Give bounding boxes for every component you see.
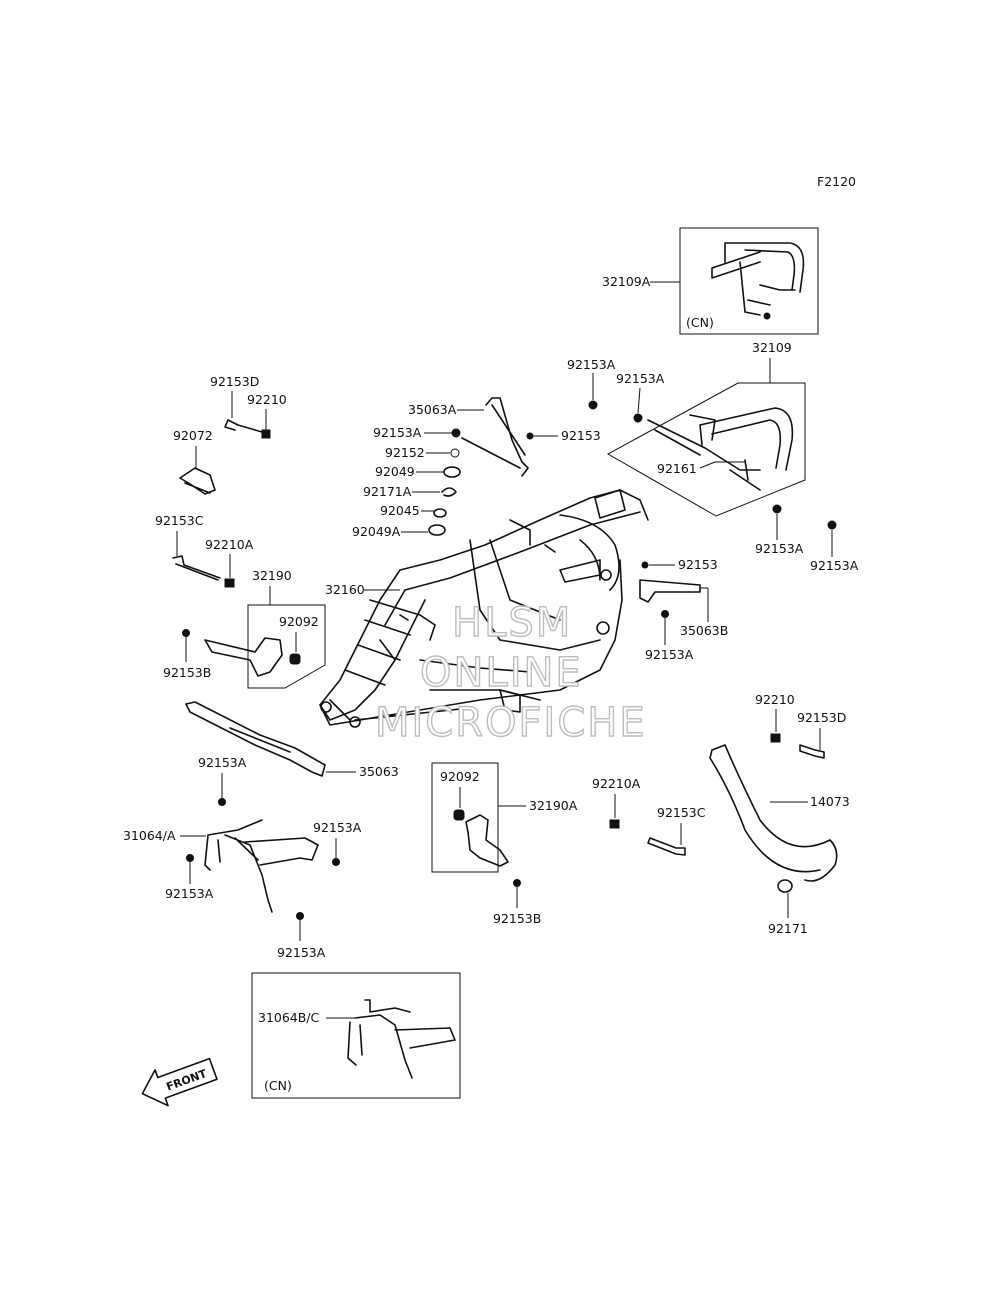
clamp-icon [441, 487, 457, 497]
label-92153-a: 92153 [561, 428, 601, 443]
label-92153D-a: 92153D [210, 374, 259, 389]
guard-31064BC [347, 999, 456, 1079]
bolt-icon [182, 629, 190, 637]
svg-text:HLSM: HLSM [452, 600, 572, 646]
bolt-icon [332, 858, 340, 866]
bracket-35063B [639, 579, 701, 603]
bracket-group-outline [247, 604, 326, 689]
label-92153A-g: 92153A [198, 755, 247, 770]
watermark: HLSM ONLINE MICROFICHE [374, 599, 647, 746]
bolt-92153C-b [647, 837, 686, 856]
label-31064A: 31064/A [123, 828, 176, 843]
carrier-group-outline [606, 382, 806, 517]
bolt-icon [513, 879, 521, 887]
bolt-icon [451, 428, 461, 438]
svg-text:MICROFICHE: MICROFICHE [375, 700, 647, 746]
label-92153B-b: 92153B [493, 911, 541, 926]
label-92153A-e: 92153A [373, 425, 422, 440]
bolt-icon [186, 854, 194, 862]
label-92153A-h: 92153A [165, 886, 214, 901]
label-92210A-b: 92210A [592, 776, 641, 791]
label-92045: 92045 [380, 503, 420, 518]
front-arrow-icon: FRONT [141, 1057, 218, 1107]
label-92072: 92072 [173, 428, 213, 443]
bolt-icon [772, 504, 782, 514]
label-31064BC: 31064B/C [258, 1010, 320, 1025]
rear-carrier [647, 407, 794, 491]
bolt-icon [641, 561, 649, 569]
label-92049A: 92049A [352, 524, 401, 539]
label-92092-b: 92092 [440, 769, 480, 784]
label-92153C-a: 92153C [155, 513, 204, 528]
bolt-92153C [172, 555, 221, 581]
label-92171: 92171 [768, 921, 808, 936]
label-92153A-c: 92153A [755, 541, 804, 556]
bolt-icon [827, 520, 837, 530]
label-32160: 32160 [325, 582, 365, 597]
svg-text:ONLINE: ONLINE [420, 650, 583, 696]
label-92153A-a: 92153A [567, 357, 616, 372]
label-32109: 32109 [752, 340, 792, 355]
nut-icon [770, 733, 781, 743]
bolt-icon [526, 432, 534, 440]
label-92153A-b: 92153A [616, 371, 665, 386]
nut-icon [261, 429, 271, 439]
label-92153A-f: 92153A [645, 647, 694, 662]
label-14073: 14073 [810, 794, 850, 809]
bolt-icon [218, 798, 226, 806]
grommet-icon [428, 524, 446, 536]
main-frame [319, 489, 649, 728]
collar-icon [289, 653, 301, 665]
label-92152: 92152 [385, 445, 425, 460]
grommet-icon [443, 466, 461, 478]
label-32109A: 32109A [602, 274, 651, 289]
stay-35063 [185, 701, 326, 777]
label-32190A: 32190A [529, 798, 578, 813]
label-92153C-b: 92153C [657, 805, 706, 820]
label-92210-b: 92210 [755, 692, 795, 707]
bracket-32190A [465, 814, 509, 867]
collar-icon [453, 809, 465, 821]
clamp-icon [777, 879, 793, 893]
nut-icon [609, 819, 620, 829]
label-32190: 32190 [252, 568, 292, 583]
washer-icon [433, 508, 447, 518]
pipe-14073 [709, 744, 838, 882]
label-35063: 35063 [359, 764, 399, 779]
inset-guard-cn [251, 972, 461, 1099]
bolt-icon [661, 610, 669, 618]
inset-variant-label-b: (CN) [264, 1078, 292, 1093]
label-92161: 92161 [657, 461, 697, 476]
label-92049: 92049 [375, 464, 415, 479]
bolt-icon [633, 413, 643, 423]
label-35063A: 35063A [408, 402, 457, 417]
label-35063B: 35063B [680, 623, 728, 638]
stay-35063A [485, 397, 529, 477]
label-92210-a: 92210 [247, 392, 287, 407]
figure-code: F2120 [817, 174, 856, 189]
bracket-32190 [204, 637, 283, 677]
bracket-group-a-outline [431, 762, 499, 873]
bolt-icon [763, 312, 771, 320]
inset-rear-carrier-cn: (CN) [679, 227, 819, 335]
bolt-92153D-b [799, 744, 825, 759]
bolt-92153D [224, 419, 263, 433]
label-92153B-a: 92153B [163, 665, 211, 680]
nut-icon [224, 578, 235, 588]
bolt-icon [296, 912, 304, 920]
label-92153A-d: 92153A [810, 558, 859, 573]
bolt-icon [588, 400, 598, 410]
guard-31064A [204, 819, 319, 913]
label-92210A-a: 92210A [205, 537, 254, 552]
inset-variant-label: (CN) [686, 315, 714, 330]
label-92153A-i: 92153A [313, 820, 362, 835]
label-92153-b: 92153 [678, 557, 718, 572]
collar-icon [450, 448, 460, 458]
label-92171A: 92171A [363, 484, 412, 499]
label-92153A-j: 92153A [277, 945, 326, 960]
label-92092-a: 92092 [279, 614, 319, 629]
label-92153D-b: 92153D [797, 710, 846, 725]
band-92072 [179, 467, 216, 495]
